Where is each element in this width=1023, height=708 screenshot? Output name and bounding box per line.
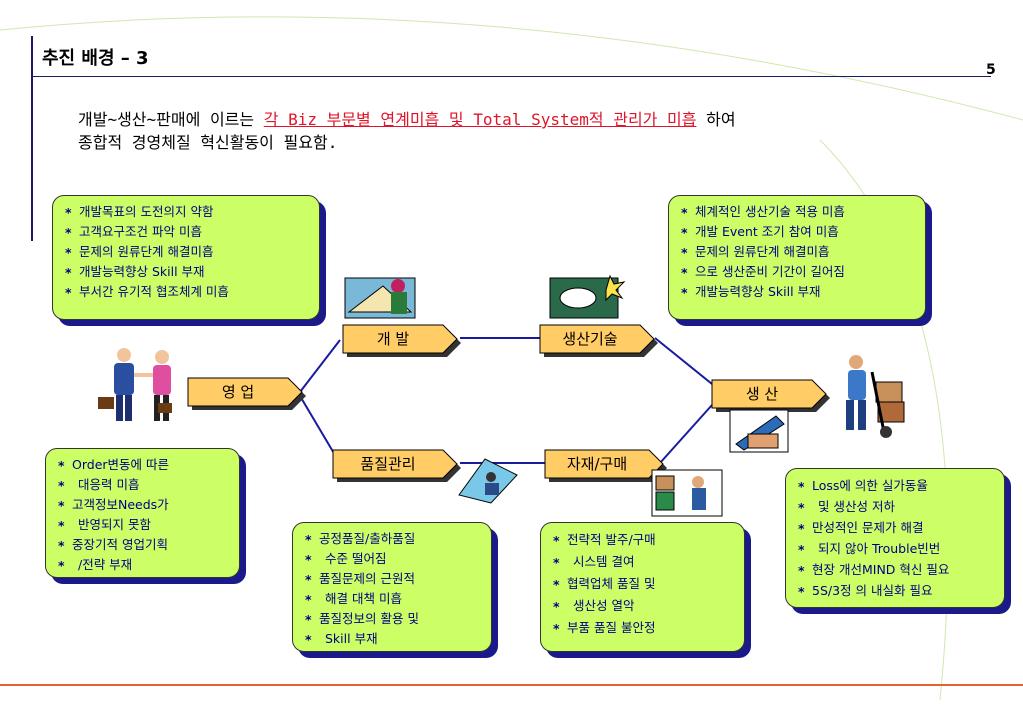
list-item: 되지 않아 Trouble빈번 [796, 538, 996, 560]
stage-production-arrow: 생 산 [711, 379, 832, 412]
list-item: 개발능력향상 Skill 부재 [679, 282, 917, 303]
footer-rule [0, 684, 1023, 686]
stage-prodtech-label: 생산기술 [562, 330, 618, 348]
stage-quality-label: 품질관리 [360, 455, 416, 473]
list-item: 협력업체 품질 및 [551, 573, 736, 596]
list-item: 중장기적 영업기획 [56, 535, 231, 556]
list-item: 공정품질/출하품질 [303, 529, 483, 550]
warehouse-worker-icon [651, 469, 723, 517]
list-item: 생산성 열악 [551, 595, 736, 618]
intro-highlight: 각 Biz 부문별 연계미흡 및 Total System적 관리가 미흡 [263, 110, 697, 129]
list-item: 문제의 원류단계 해결미흡 [63, 242, 311, 263]
stage-dev-arrow: 개 발 [342, 324, 463, 357]
intro-prefix: 개발~생산~판매에 이르는 [78, 110, 264, 129]
list-item: 품질문제의 근원적 [303, 569, 483, 590]
page-number: 5 [986, 62, 996, 78]
production-issues-box: Loss에 의한 실가동율 및 생산성 저하 만성적인 문제가 해결 되지 않아… [785, 468, 1005, 608]
purchasing-issues-box: 전략적 발주/구매 시스템 결여 협력업체 품질 및 생산성 열악 부품 품질 … [540, 522, 745, 652]
list-item: 고객정보Needs가 [56, 495, 231, 516]
list-item: /전략 부재 [56, 555, 231, 576]
list-item: Order변동에 따른 [56, 455, 231, 476]
stage-purchasing-label: 자재/구매 [566, 455, 628, 473]
list-item: 및 생산성 저하 [796, 496, 996, 518]
list-item: 반영되지 못함 [56, 515, 231, 536]
list-item: 부품 품질 불안정 [551, 617, 736, 640]
slide-title: 추진 배경 – 3 [42, 48, 149, 69]
list-item: 시스템 결여 [551, 551, 736, 574]
list-item: 문제의 원류단계 해결미흡 [679, 242, 917, 263]
list-item: 만성적인 문제가 해결 [796, 517, 996, 539]
list-item: 품질정보의 활용 및 [303, 609, 483, 630]
stage-prodtech-arrow: 생산기술 [539, 324, 660, 357]
list-item: 전략적 발주/구매 [551, 529, 736, 552]
list-item: Skill 부재 [303, 629, 483, 650]
list-item: 대응력 미흡 [56, 475, 231, 496]
list-item: 부서간 유기적 협조체계 미흡 [63, 282, 311, 303]
stage-purchasing-arrow: 자재/구매 [544, 449, 670, 482]
list-item: 개발 Event 조기 참여 미흡 [679, 222, 917, 243]
intro-text: 개발~생산~판매에 이르는 각 Biz 부문별 연계미흡 및 Total Sys… [78, 108, 736, 154]
sales-issues-box: Order변동에 따른 대응력 미흡 고객정보Needs가 반영되지 못함 중장… [45, 448, 240, 578]
list-item: 5S/3정 의 내실화 필요 [796, 580, 996, 602]
machine-tool-icon [549, 274, 626, 319]
list-item: 으로 생산준비 기간이 길어짐 [679, 262, 917, 283]
prodtech-issues-box: 체계적인 생산기술 적용 미흡 개발 Event 조기 참여 미흡 문제의 원류… [668, 195, 926, 320]
stage-dev-label: 개 발 [376, 330, 410, 348]
list-item: 현장 개선MIND 혁신 필요 [796, 559, 996, 581]
tools-icon [729, 409, 789, 453]
stage-sales-arrow: 영 업 [187, 377, 308, 410]
list-item: 체계적인 생산기술 적용 미흡 [679, 202, 917, 223]
list-item: 해결 대책 미흡 [303, 589, 483, 610]
title-vertical-rule [31, 36, 33, 241]
list-item: 개발능력향상 Skill 부재 [63, 262, 311, 283]
stage-quality-arrow: 품질관리 [332, 449, 463, 482]
list-item: 개발목표의 도전의지 약함 [63, 202, 311, 223]
worker-handtruck-icon [846, 355, 905, 438]
businessmen-handshake-icon [98, 348, 172, 421]
stage-production-label: 생 산 [745, 385, 779, 403]
list-item: 고객요구조건 파악 미흡 [63, 222, 311, 243]
title-horizontal-rule [31, 76, 991, 77]
list-item: Loss에 의한 실가동율 [796, 475, 996, 497]
intro-suffix: 하여 [696, 110, 736, 129]
dev-issues-box: 개발목표의 도전의지 약함 고객요구조건 파악 미흡 문제의 원류단계 해결미흡… [52, 195, 320, 320]
stage-sales-label: 영 업 [221, 383, 255, 401]
design-desk-icon [344, 277, 416, 319]
computer-operator-icon [458, 458, 518, 504]
intro-line2: 종합적 경영체질 혁신활동이 필요함. [78, 133, 338, 152]
list-item: 수준 떨어짐 [303, 549, 483, 570]
quality-issues-box: 공정품질/출하품질 수준 떨어짐 품질문제의 근원적 해결 대책 미흡 품질정보… [292, 522, 492, 652]
